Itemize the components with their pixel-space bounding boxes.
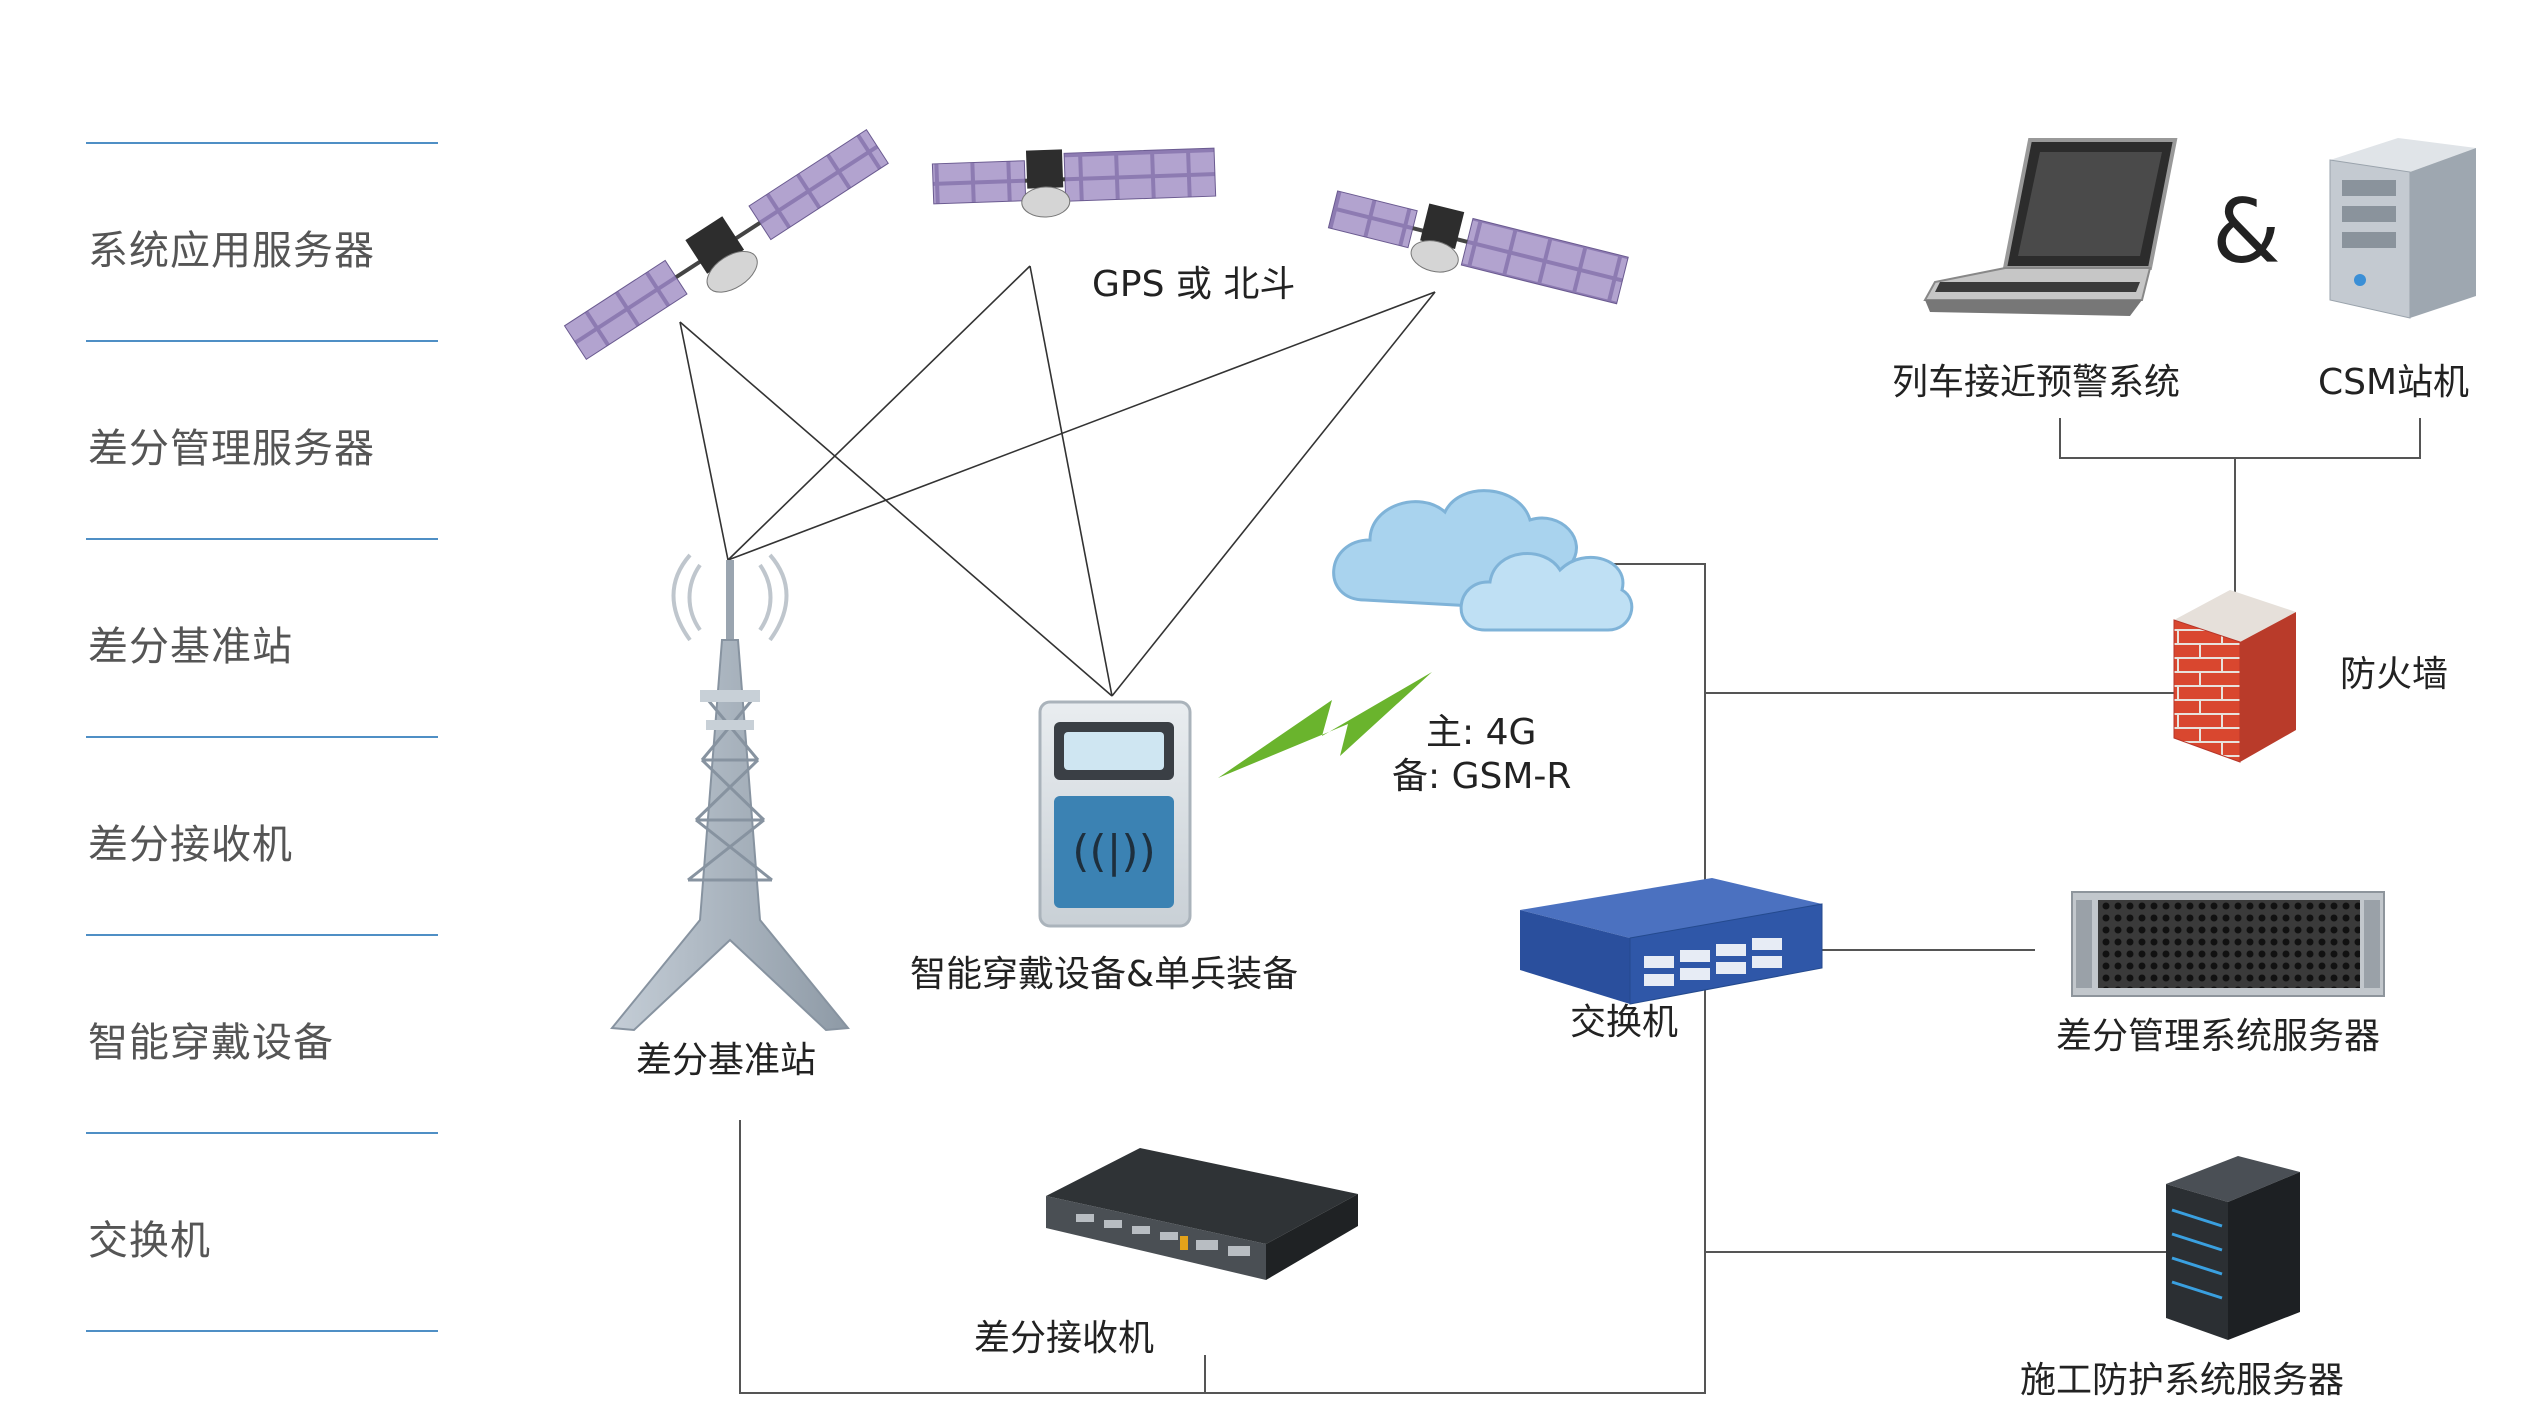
antenna-tower-icon <box>610 553 850 1032</box>
sidebar-divider <box>86 934 438 936</box>
sidebar-divider <box>86 340 438 342</box>
sidebar-item-switch[interactable]: 交换机 <box>88 1218 211 1264</box>
receiver-label: 差分接收机 <box>974 1318 1154 1359</box>
sidebar: 系统应用服务器 差分管理服务器 差分基准站 差分接收机 智能穿戴设备 交换机 <box>0 0 460 1423</box>
sidebar-divider <box>86 1330 438 1332</box>
satellite-icon <box>563 129 889 361</box>
sidebar-divider <box>86 1132 438 1134</box>
base-station-label: 差分基准站 <box>636 1040 816 1081</box>
cloud-icon <box>1332 489 1634 632</box>
satellite-links <box>679 265 1436 697</box>
satellites-label: GPS 或 北斗 <box>1092 264 1295 305</box>
sidebar-item-wearable[interactable]: 智能穿戴设备 <box>88 1020 334 1066</box>
wearable-device-icon: ((|)) <box>1038 700 1192 928</box>
sidebar-item-base-station[interactable]: 差分基准站 <box>88 624 293 670</box>
sidebar-item-diff-mgmt-server[interactable]: 差分管理服务器 <box>88 426 375 472</box>
ampersand-label: & <box>2212 180 2281 283</box>
sidebar-divider <box>86 142 438 144</box>
server-rack-tower-icon <box>2166 1156 2300 1340</box>
gnss-receiver-icon <box>1046 1148 1358 1280</box>
switch-label: 交换机 <box>1570 1002 1678 1043</box>
satellite-icon <box>931 147 1217 218</box>
laptop-icon <box>1923 138 2178 316</box>
firewall-label: 防火墙 <box>2340 654 2448 695</box>
wireless-bolt-icon <box>1218 672 1432 778</box>
sidebar-item-receiver[interactable]: 差分接收机 <box>88 822 293 868</box>
construction-server-label: 施工防护系统服务器 <box>2020 1360 2344 1401</box>
server-tower-icon <box>2329 138 2476 319</box>
satellite-icon <box>1327 190 1629 305</box>
wearable-label: 智能穿戴设备&单兵装备 <box>910 954 1298 995</box>
warning-system-label: 列车接近预警系统 <box>1892 362 2180 403</box>
svg-text:((|)): ((|)) <box>1072 826 1156 877</box>
sidebar-item-app-server[interactable]: 系统应用服务器 <box>88 228 375 274</box>
sidebar-divider <box>86 538 438 540</box>
network-switch-icon <box>1520 878 1823 1005</box>
firewall-icon <box>2173 590 2296 763</box>
network-primary-label: 主: 4G <box>1426 712 1536 753</box>
sidebar-divider <box>86 736 438 738</box>
mgmt-server-label: 差分管理系统服务器 <box>2056 1016 2380 1057</box>
csm-label: CSM站机 <box>2318 362 2469 403</box>
rack-server-icon <box>2071 891 2385 997</box>
network-backup-label: 备: GSM-R <box>1392 756 1571 797</box>
